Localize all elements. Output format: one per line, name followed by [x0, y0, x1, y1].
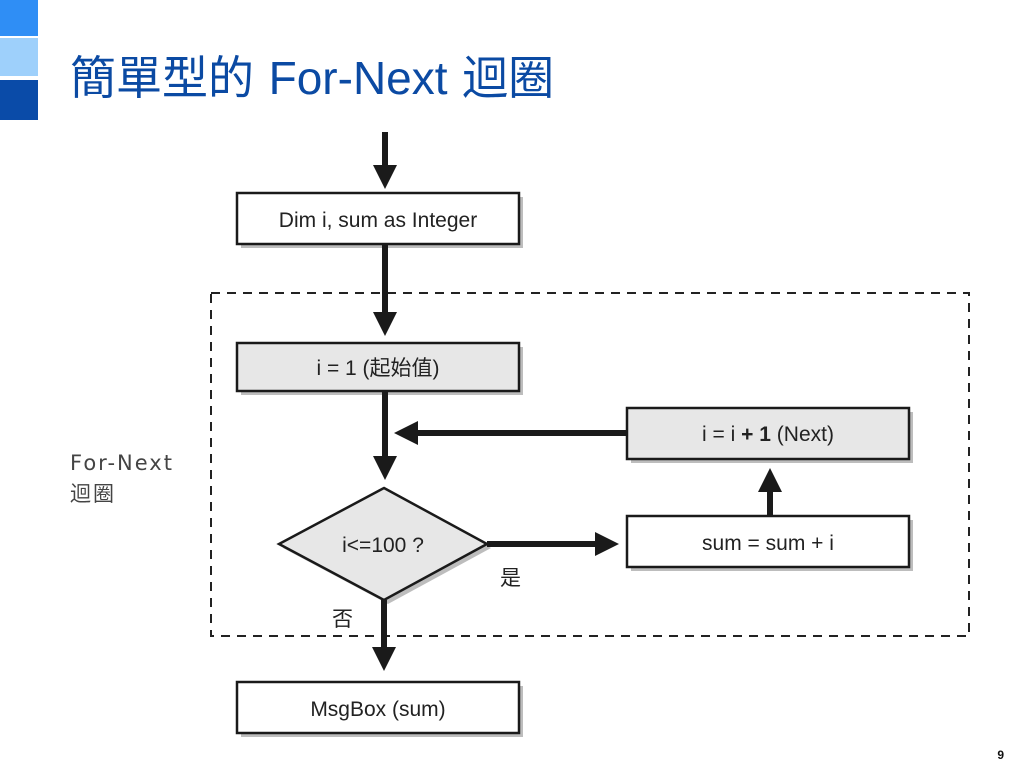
branch-no-label: 否: [332, 607, 353, 631]
for-next-loop-region: [210, 292, 970, 637]
loop-label-line1: For-Next: [70, 451, 174, 475]
loop-label: For-Next 迴圈: [70, 448, 174, 510]
decoration-bar-pale-blue: [0, 38, 38, 76]
page-number: 9: [997, 748, 1004, 762]
decoration-bar-dark-blue: [0, 80, 38, 120]
increment-suffix: (Next): [777, 423, 834, 446]
output-text: MsgBox (sum): [310, 698, 445, 721]
declare-text: Dim i, sum as Integer: [279, 209, 477, 232]
slide-title: 簡單型的 For-Next 迴圈: [70, 42, 554, 108]
increment-prefix: i = i: [702, 423, 735, 446]
increment-box: [625, 406, 911, 461]
declare-box: [235, 191, 521, 246]
title-latin-part: For-Next: [268, 52, 448, 104]
condition-text: i<=100 ?: [342, 534, 424, 557]
title-cjk-part2: 迴圈: [462, 51, 555, 105]
increment-op: + 1: [741, 423, 771, 446]
body-text: sum = sum + i: [702, 532, 834, 555]
title-cjk-part1: 簡單型的: [70, 51, 254, 105]
loop-label-line2: 迴圈: [70, 482, 116, 506]
init-box: [235, 341, 521, 393]
output-box: [235, 680, 521, 735]
init-text: i = 1 (起始值): [316, 357, 439, 380]
increment-text: i = i + 1 (Next): [702, 423, 834, 446]
decoration-bar-light-blue: [0, 0, 38, 36]
branch-yes-label: 是: [500, 566, 521, 590]
body-box: [625, 514, 911, 569]
